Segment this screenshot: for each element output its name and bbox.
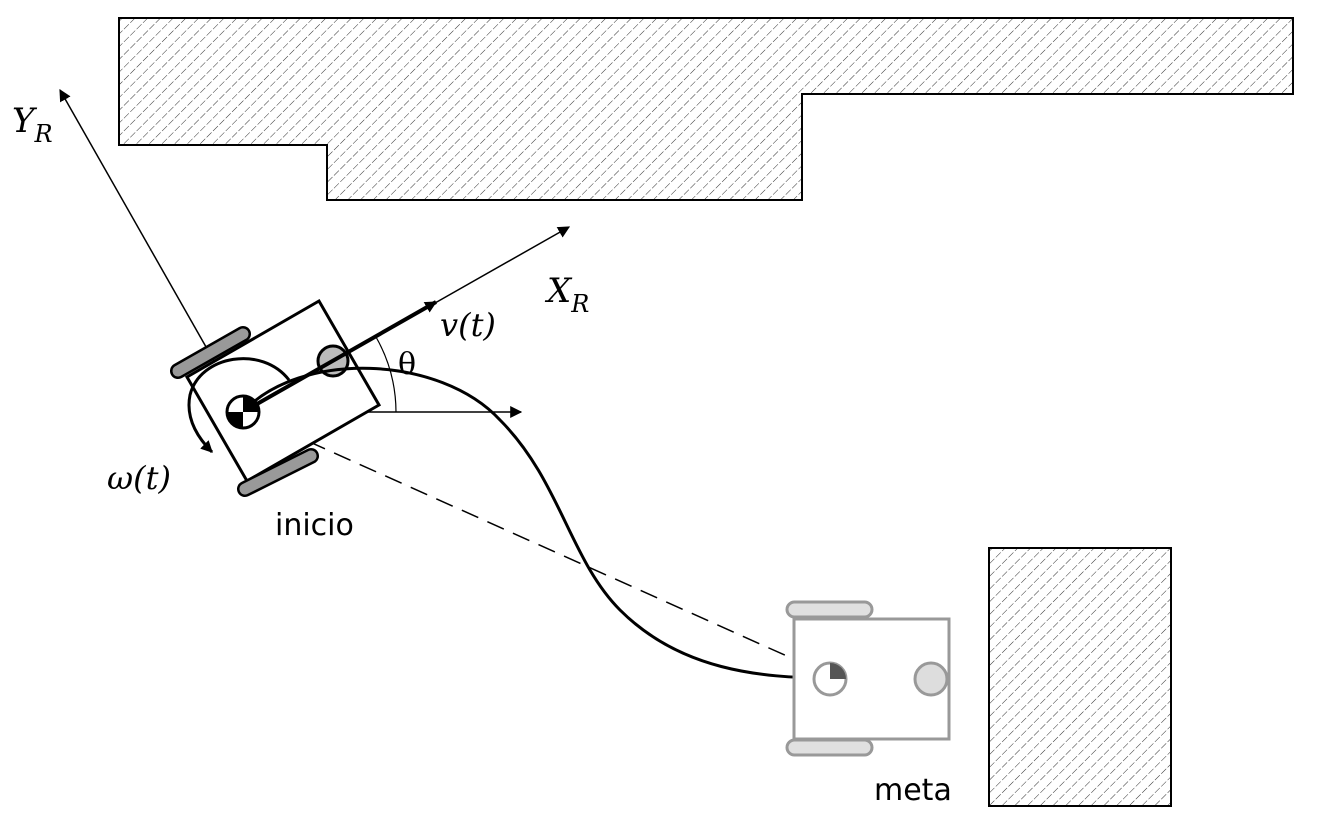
velocity-label: v(t) bbox=[440, 306, 496, 344]
omega-arrow bbox=[187, 357, 291, 454]
obstacle-right bbox=[988, 547, 1172, 807]
omega-label: ω(t) bbox=[107, 459, 171, 497]
theta-arc bbox=[375, 336, 397, 413]
goal-label: meta bbox=[874, 773, 952, 808]
velocity-arrow bbox=[242, 300, 438, 414]
robot-goal bbox=[785, 600, 951, 757]
straight-line-path bbox=[282, 429, 819, 671]
start-label: inicio bbox=[275, 508, 354, 543]
obstacle-top bbox=[118, 17, 1294, 201]
robot-goal-wheel-top bbox=[785, 600, 874, 619]
theta-label: θ bbox=[398, 347, 416, 382]
robot-goal-caster bbox=[913, 661, 949, 697]
trajectory-curve bbox=[241, 366, 831, 680]
y-axis-label: YR bbox=[12, 101, 53, 148]
robot-start bbox=[170, 298, 382, 497]
robot-start-center-marker bbox=[225, 394, 261, 430]
x-axis-label: XR bbox=[544, 271, 589, 318]
robot-goal-wheel-bottom bbox=[785, 738, 874, 757]
